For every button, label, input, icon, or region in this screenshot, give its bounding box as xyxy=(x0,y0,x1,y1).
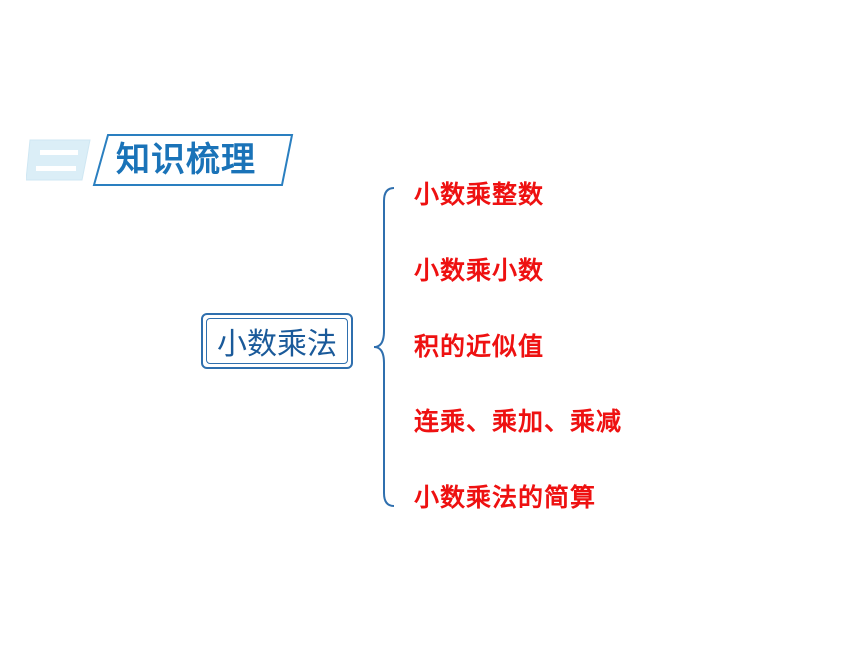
branch-item-decimal-times-decimal: 小数乘小数 xyxy=(414,256,545,285)
branch-item-decimal-times-integer: 小数乘整数 xyxy=(414,180,545,209)
section-title: 知识梳理 xyxy=(116,140,256,180)
center-topic-inner-border xyxy=(206,318,348,364)
branch-item-product-approximation: 积的近似值 xyxy=(414,332,545,361)
number-two-icon xyxy=(26,139,91,181)
branch-item-simplified-calculation: 小数乘法的简算 xyxy=(414,483,597,512)
curly-brace xyxy=(373,187,395,507)
section-header-frame xyxy=(26,134,294,186)
center-topic-label: 小数乘法 xyxy=(217,327,337,362)
section-header xyxy=(26,132,296,188)
branch-item-chained-operations: 连乘、乘加、乘减 xyxy=(414,407,623,436)
title-frame xyxy=(92,134,294,186)
center-topic-box: 小数乘法 xyxy=(201,313,353,369)
